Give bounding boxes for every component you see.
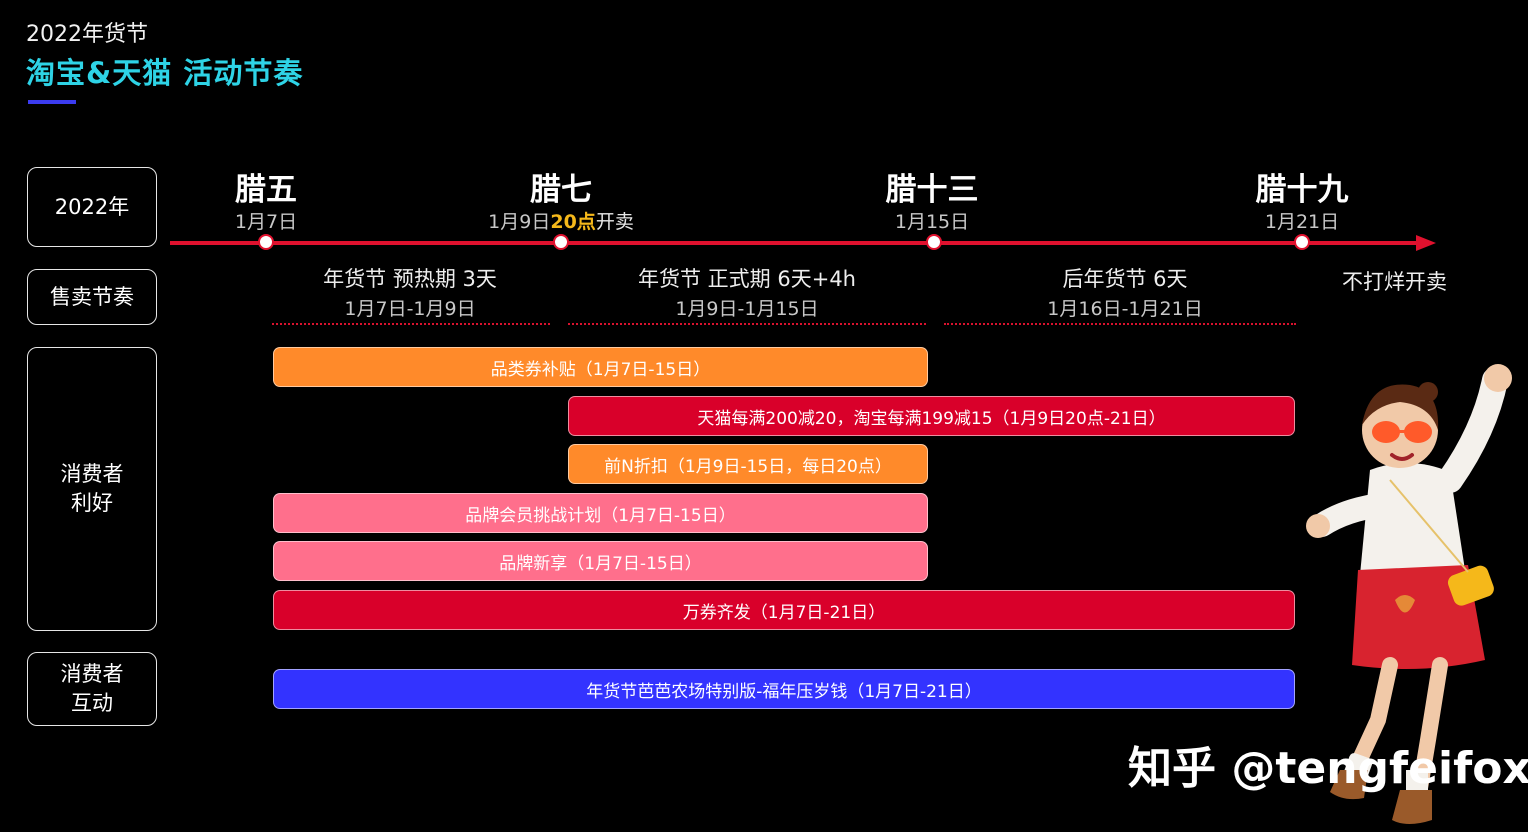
milestone-lunar: 腊五 <box>235 172 297 208</box>
gantt-bar: 品类券补贴（1月7日-15日） <box>273 347 928 387</box>
gantt-bar-label: 品类券补贴（1月7日-15日） <box>490 359 711 380</box>
gantt-bar: 万券齐发（1月7日-21日） <box>273 590 1295 630</box>
gantt-bar: 品牌会员挑战计划（1月7日-15日） <box>273 493 928 533</box>
milestone-suffix: 开卖 <box>595 211 634 233</box>
gantt-bar: 前N折扣（1月9日-15日，每日20点） <box>568 444 928 484</box>
gantt-bar-label: 前N折扣（1月9日-15日，每日20点） <box>604 456 892 477</box>
gantt-bar-label: 万券齐发（1月7日-21日） <box>682 602 886 623</box>
row-label-benefits-line2: 利好 <box>71 491 113 515</box>
phase-range: 1月7日-1月9日 <box>344 298 476 320</box>
gantt-bar-label: 品牌新享（1月7日-15日） <box>499 553 702 574</box>
row-label-rhythm-text: 售卖节奏 <box>50 284 134 309</box>
phase-divider <box>272 323 550 325</box>
gantt-bar-label: 品牌会员挑战计划（1月7日-15日） <box>465 505 736 526</box>
gantt-bar-label: 年货节芭芭农场特别版-福年压岁钱（1月7日-21日） <box>586 681 982 702</box>
milestone-highlight: 20点 <box>550 211 596 233</box>
gantt-bar: 年货节芭芭农场特别版-福年压岁钱（1月7日-21日） <box>273 669 1295 709</box>
milestone-node <box>258 234 274 250</box>
row-label-benefits: 消费者 利好 <box>27 347 157 631</box>
milestone-date-group: 1月9日20点开卖 <box>488 207 634 234</box>
milestone-node <box>553 234 569 250</box>
timeline-axis <box>170 241 1422 245</box>
milestone-node <box>1294 234 1310 250</box>
watermark-text: 知乎 @tengfeifox <box>1128 743 1528 794</box>
gantt-bar: 品牌新享（1月7日-15日） <box>273 541 928 581</box>
milestone-date: 1月9日 <box>488 211 551 233</box>
phase-range: 1月9日-1月15日 <box>675 298 819 320</box>
page-title: 淘宝&天猫 活动节奏 <box>26 56 304 90</box>
title-underline <box>28 100 76 104</box>
row-label-rhythm: 售卖节奏 <box>27 269 157 325</box>
end-label: 不打烊开卖 <box>1342 270 1447 294</box>
row-label-year: 2022年 <box>27 167 157 247</box>
phase-name: 后年货节 6天 <box>1062 267 1188 291</box>
row-label-year-text: 2022年 <box>54 194 130 219</box>
milestone-date: 1月7日 <box>234 211 298 233</box>
phase-range: 1月16日-1月21日 <box>1047 298 1203 320</box>
milestone-lunar: 腊十九 <box>1255 172 1349 208</box>
phase-name: 年货节 预热期 3天 <box>323 267 497 291</box>
mascot-girl-illustration <box>1306 364 1512 824</box>
milestone-lunar: 腊十三 <box>885 172 979 208</box>
phase-divider <box>944 323 1296 325</box>
row-label-interaction-line2: 互动 <box>71 691 113 715</box>
gantt-bar: 天猫每满200减20，淘宝每满199减15（1月9日20点-21日） <box>568 396 1295 436</box>
phase-name: 年货节 正式期 6天+4h <box>638 267 856 291</box>
milestone-date: 1月15日 <box>894 211 970 233</box>
gantt-bar-label: 天猫每满200减20，淘宝每满199减15（1月9日20点-21日） <box>697 408 1166 429</box>
milestone-date: 1月21日 <box>1264 211 1340 233</box>
row-label-interaction: 消费者 互动 <box>27 652 157 726</box>
milestone-lunar: 腊七 <box>530 172 592 208</box>
pretitle: 2022年货节 <box>26 22 148 47</box>
phase-divider <box>568 323 926 325</box>
milestone-node <box>926 234 942 250</box>
timeline-arrow-icon <box>1416 235 1436 251</box>
row-label-interaction-line1: 消费者 <box>60 662 124 686</box>
row-label-benefits-line1: 消费者 <box>60 462 124 486</box>
